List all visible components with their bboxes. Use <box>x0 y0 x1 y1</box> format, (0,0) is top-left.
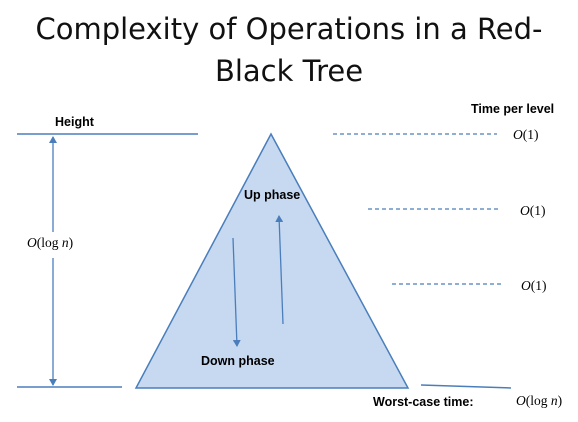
level-complexity-1: O(1) <box>513 127 539 142</box>
title-line-1: Complexity of Operations in a Red- <box>35 12 543 46</box>
slide-title: Complexity of Operations in a Red- Black… <box>0 8 578 92</box>
height-label: Height <box>55 115 95 129</box>
title-line-2: Black Tree <box>214 54 364 88</box>
worst-case-complexity: O(log n) <box>516 393 562 408</box>
worst-case-line <box>420 384 512 389</box>
down-phase-label: Down phase <box>201 354 275 368</box>
up-phase-arrow <box>275 215 284 325</box>
height-complexity: O(log n) <box>27 235 73 250</box>
time-per-level-label: Time per level <box>471 102 554 116</box>
worst-case-label: Worst-case time: <box>373 395 474 409</box>
down-phase-arrow <box>232 237 241 347</box>
up-phase-label: Up phase <box>244 188 300 202</box>
level-complexity-2: O(1) <box>520 203 546 218</box>
tree-triangle <box>134 132 410 389</box>
level-complexity-3: O(1) <box>521 278 547 293</box>
